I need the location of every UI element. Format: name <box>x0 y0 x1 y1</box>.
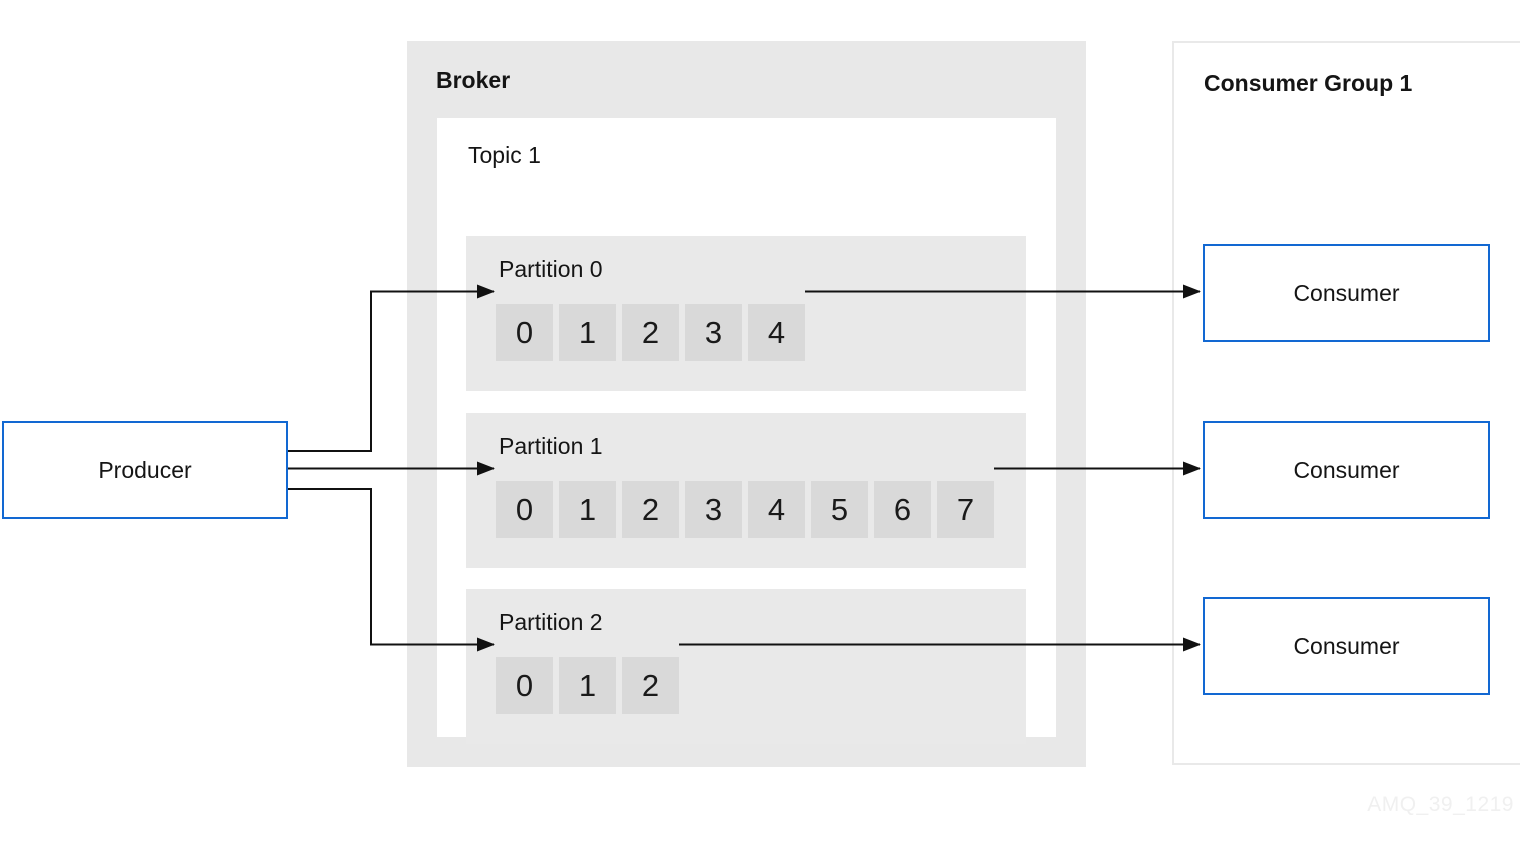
offset-cell: 1 <box>559 304 616 361</box>
offset-cell: 6 <box>874 481 931 538</box>
consumer-node-2: Consumer <box>1203 421 1490 519</box>
consumer-node-1: Consumer <box>1203 244 1490 342</box>
consumer-1-label: Consumer <box>1293 279 1400 306</box>
partition-0-label: Partition 0 <box>499 256 603 282</box>
offset-cell: 0 <box>496 304 553 361</box>
consumer-2-label: Consumer <box>1293 456 1400 483</box>
offset-cell: 1 <box>559 657 616 714</box>
offset-cell: 2 <box>622 657 679 714</box>
offset-cell: 2 <box>622 304 679 361</box>
offset-cell: 7 <box>937 481 994 538</box>
offset-cell: 3 <box>685 481 742 538</box>
offset-cell: 0 <box>496 481 553 538</box>
offset-cell: 1 <box>559 481 616 538</box>
offset-cell: 3 <box>685 304 742 361</box>
broker-label: Broker <box>436 67 511 93</box>
partition-2-label: Partition 2 <box>499 609 603 635</box>
offset-cell: 2 <box>622 481 679 538</box>
offset-cell: 5 <box>811 481 868 538</box>
producer-label: Producer <box>98 456 192 483</box>
consumer-node-3: Consumer <box>1203 597 1490 695</box>
partition-1-label: Partition 1 <box>499 433 603 459</box>
watermark-text: AMQ_39_1219 <box>1367 793 1514 816</box>
consumer-group-label: Consumer Group 1 <box>1204 70 1413 96</box>
topic-label: Topic 1 <box>468 142 541 168</box>
consumer-3-label: Consumer <box>1293 632 1400 659</box>
consumer-group-container: Consumer Group 1 Consumer Consumer Consu… <box>1172 41 1520 765</box>
producer-node: Producer <box>2 421 288 519</box>
offset-cell: 0 <box>496 657 553 714</box>
offset-cell: 4 <box>748 481 805 538</box>
offset-cell: 4 <box>748 304 805 361</box>
